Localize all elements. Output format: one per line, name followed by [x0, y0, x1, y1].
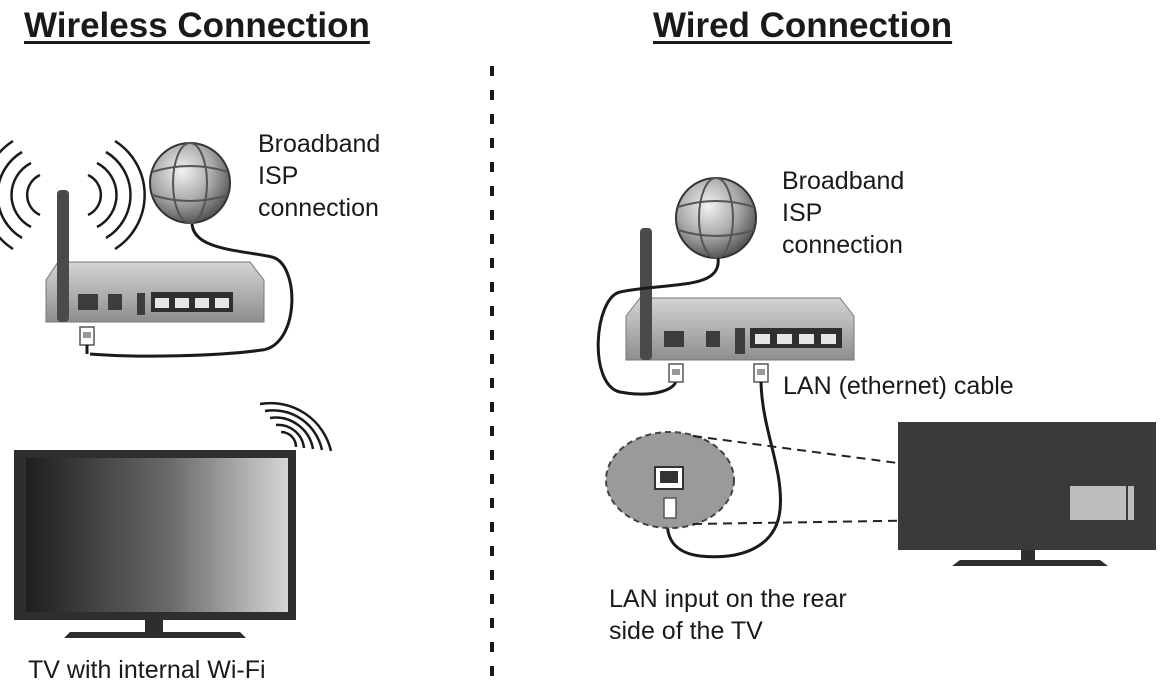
ethernet-plug-icon: [79, 326, 95, 354]
wifi-waves-icon: [259, 401, 333, 452]
ethernet-plug-icon: [668, 363, 684, 383]
lan-input-label: LAN input on the rear side of the TV: [609, 583, 847, 647]
lan-input-line-2: side of the TV: [609, 617, 763, 645]
wired-heading: Wired Connection: [653, 6, 953, 45]
wired-isp-line-3: connection: [782, 231, 903, 259]
wired-isp-label: Broadband ISP connection: [782, 165, 904, 261]
router-icon: [45, 190, 265, 323]
globe-icon: [149, 142, 231, 224]
tv-icon: [898, 422, 1156, 566]
lan-cable-label: LAN (ethernet) cable: [783, 372, 1014, 400]
ethernet-plug-icon: [753, 363, 769, 383]
tv-icon: [14, 450, 296, 638]
wireless-isp-line-3: connection: [258, 194, 379, 222]
lan-port-icon: [654, 466, 684, 519]
wireless-isp-line-2: ISP: [258, 162, 299, 190]
wireless-isp-line-1: Broadband: [258, 130, 381, 158]
wired-isp-line-2: ISP: [782, 199, 823, 227]
wired-isp-line-1: Broadband: [782, 167, 905, 195]
tv-wifi-label: TV with internal Wi-Fi: [28, 656, 266, 684]
wireless-heading: Wireless Connection: [24, 6, 370, 45]
lan-input-line-1: LAN input on the rear: [609, 585, 847, 613]
globe-icon: [675, 177, 757, 259]
router-icon: [625, 228, 855, 361]
wifi-waves-icon: [0, 139, 146, 251]
wireless-isp-label: Broadband ISP connection: [258, 128, 380, 224]
